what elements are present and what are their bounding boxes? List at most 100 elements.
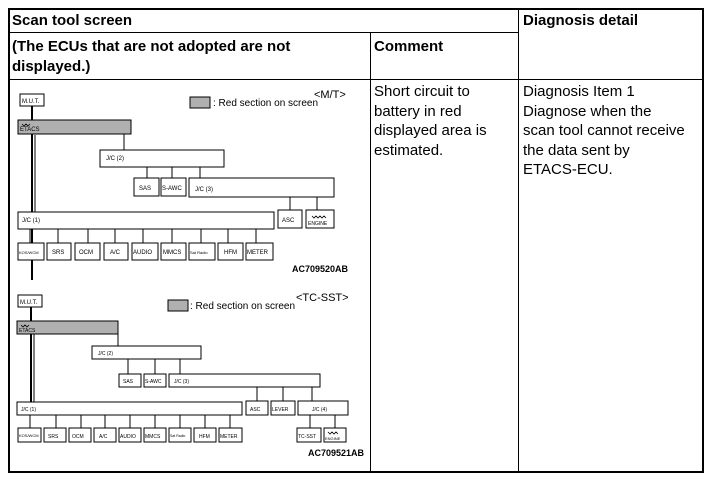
jc3-label: J/C (3) [174,379,189,385]
etacs-label: ETACS [20,127,40,133]
diagnosis-text: Diagnosis Item 1 Diagnose when the scan … [523,82,685,180]
legend-label: : Red section on screen [213,98,318,109]
engine-label: ENGINE [325,436,341,441]
asc-box [245,400,269,416]
variant-label: <TC-SST> [296,292,349,304]
sas-label: SAS [139,186,151,192]
ac-box [93,427,117,443]
srs-label: SRS [52,250,64,256]
mmcs-label: MMCS [163,250,181,256]
satradio-label: Sat Radio [170,434,185,438]
jc1-box [17,211,275,230]
tcsst-label: TC-SST [298,434,316,440]
jc4-box [297,400,349,416]
tcsst-box [296,427,322,443]
ac-label: A/C [99,434,108,440]
ocm-label: OCM [79,250,93,256]
header-diagnosis-detail: Diagnosis detail [523,12,639,29]
jc4-label: J/C (4) [312,407,327,413]
engine-box [305,209,335,229]
meter-label: METER [247,250,269,256]
engine-label: ENGINE [308,221,328,227]
meter-box [218,427,243,443]
comment-line: estimated. [374,141,444,159]
etacs-label: ETACS [19,328,36,334]
diagnosis-line: Diagnose when the [523,102,652,120]
etacs-waveform-icon [20,324,30,328]
kos-box [17,427,42,443]
subheader-comment: Comment [374,38,444,55]
mmcs-box [143,427,167,443]
jc1-box [16,401,243,416]
figure-code: AC709521AB [308,448,364,458]
ocm-box [74,242,101,261]
jc3-box [168,373,321,388]
mmcs-box [160,242,187,261]
hfm-box [217,242,244,261]
divider-header [8,32,518,33]
asc-box [277,209,303,229]
jc3-box [188,177,335,198]
ac-label: A/C [110,250,121,256]
engine-box [323,427,347,443]
subheader-ecu-line2: displayed.) [12,58,91,75]
jc2-label: J/C (2) [106,156,124,162]
mut-label: M.U.T. [22,99,40,105]
srs-box [46,242,72,261]
mut-label: M.U.T. [20,300,38,306]
lever-box [270,400,296,416]
mmcs-label: MMCS [145,434,161,440]
ac-box [103,242,129,261]
comment-line: Short circuit to [374,83,470,100]
jc2-label: J/C (2) [98,351,113,357]
ocm-box [68,427,92,443]
satradio-box [168,427,192,443]
divider-sub [8,79,704,80]
divider-col-2 [518,8,519,473]
legend-swatch [189,96,211,109]
satradio-label: Sat Radio [190,250,208,255]
comment-text: Short circuit to battery in red displaye… [374,82,487,160]
engine-waveform-icon [327,431,339,435]
sawc-label: S-AWC [145,379,162,385]
meter-label: METER [220,434,238,440]
legend-label: : Red section on screen [190,301,295,312]
sas-box [133,177,160,197]
srs-box [43,427,67,443]
mut-box [19,93,45,107]
jc1-label: J/C (1) [21,407,36,413]
sas-label: SAS [123,379,134,385]
comment-line: battery in red [374,102,462,120]
hfm-label: HFM [199,434,210,440]
diagnosis-line: scan tool cannot receive [523,122,685,139]
diagnosis-table [8,8,704,473]
audio-label: AUDIO [133,250,152,256]
mut-box [17,294,43,308]
hfm-label: HFM [224,250,237,256]
subheader-ecu-line1: (The ECUs that are not adopted are not [12,38,291,55]
kos-box [17,242,45,261]
network-diagram-mt: : Red section on screen <M/T> M.U.T. ETA… [17,89,349,280]
diagnosis-line: Diagnosis Item 1 [523,83,635,100]
figure-code: AC709520AB [292,264,349,274]
ocm-label: OCM [72,434,84,440]
jc2-box [99,149,225,168]
hfm-box [193,427,217,443]
sawc-label: S-AWC [162,186,182,192]
header-scan-tool-screen: Scan tool screen [12,12,133,29]
jc3-label: J/C (3) [195,187,213,193]
engine-waveform-icon [311,215,327,219]
diagnosis-line: ETACS-ECU. [523,161,613,178]
srs-label: SRS [48,434,59,440]
sawc-box [143,373,167,388]
network-diagram-tc-sst: : Red section on screen <TC-SST> M.U.T. … [16,292,364,458]
audio-box [131,242,159,261]
jc2-box [91,345,202,360]
audio-box [118,427,142,443]
meter-box [245,242,274,261]
variant-label: <M/T> [314,89,346,101]
etacs-waveform-icon [21,123,31,127]
asc-label: ASC [250,407,261,413]
jc1-label: J/C (1) [22,218,40,224]
sawc-box [160,177,187,197]
